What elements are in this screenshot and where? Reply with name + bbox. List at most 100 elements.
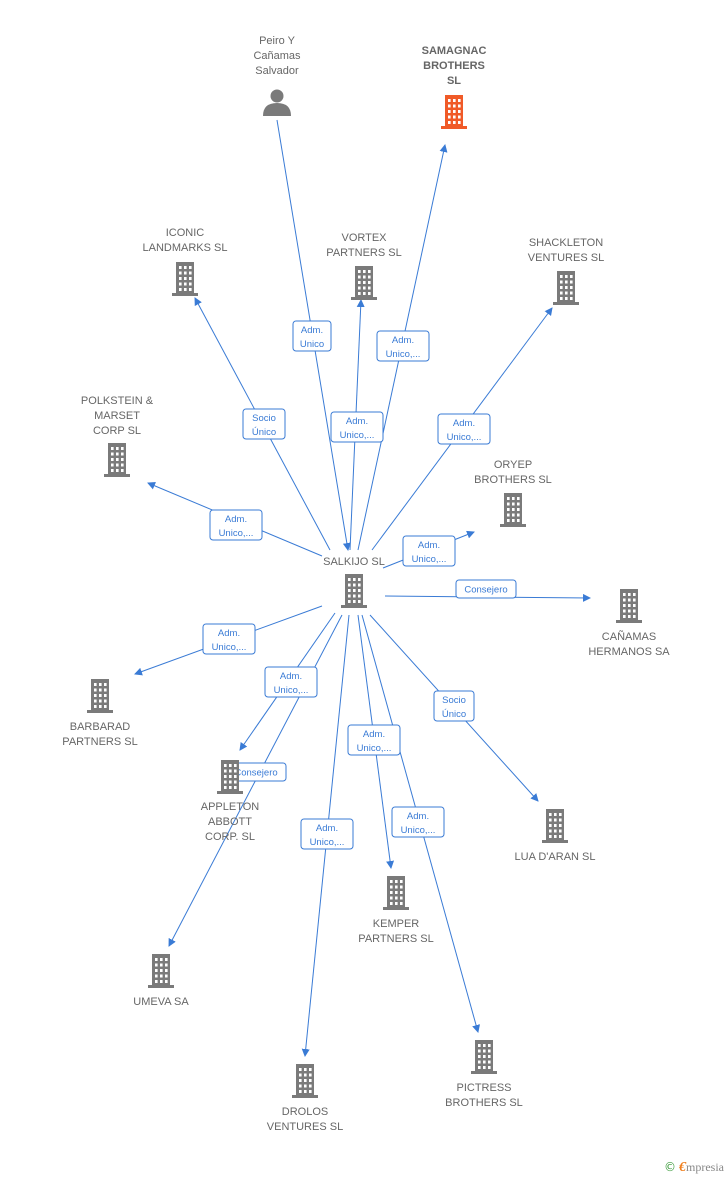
building-icon [341, 574, 367, 608]
node-label-salkijo: SALKIJO SL [323, 556, 385, 568]
edge-label-box [455, 579, 517, 599]
edge-label-text: Adm. [225, 514, 247, 525]
node-label-pictress: PICTRESS [456, 1082, 511, 1094]
node-salkijo[interactable]: SALKIJO SL [323, 556, 385, 608]
node-label-canamas: HERMANOS SA [588, 646, 670, 658]
building-icon [542, 809, 568, 843]
node-label-iconic: ICONIC [166, 227, 205, 239]
nodes-layer: Peiro YCañamasSalvadorSAMAGNACBROTHERSSL… [62, 35, 670, 1133]
edge-label-text: Adm. [418, 540, 440, 551]
edge-label-text: Adm. [453, 418, 475, 429]
node-label-oryep: BROTHERS SL [474, 474, 552, 486]
node-label-samagnac: SL [447, 75, 461, 87]
building-icon [500, 493, 526, 527]
node-label-drolos: VENTURES SL [267, 1121, 343, 1133]
building-icon [471, 1040, 497, 1074]
node-label-oryep: ORYEP [494, 459, 532, 471]
node-label-vortex: VORTEX [341, 232, 387, 244]
building-icon [553, 271, 579, 305]
edge-label-text: Adm. [280, 671, 302, 682]
edge-label-text: Unico,... [412, 554, 447, 565]
edge-label-drolos[interactable]: Adm.Unico,... [300, 818, 354, 850]
node-label-shackleton: SHACKLETON [529, 237, 603, 249]
edge-label-box [391, 806, 445, 838]
node-umeva[interactable]: UMEVA SA [133, 954, 189, 1008]
edge-label-pictress[interactable]: Adm. Unico,... [391, 806, 445, 838]
node-oryep[interactable]: ORYEP BROTHERS SL [474, 459, 552, 527]
edge-label-appleton[interactable]: Adm. Unico,... [264, 666, 318, 698]
node-lua[interactable]: LUA D'ARAN SL [515, 809, 596, 863]
edge-label-barbarad[interactable]: Adm. Unico,... [202, 623, 256, 655]
node-iconic[interactable]: ICONIC LANDMARKS SL [143, 227, 228, 296]
brand-name: mpresia [686, 1160, 724, 1174]
node-label-peiro: Cañamas [253, 50, 301, 62]
node-shackleton[interactable]: SHACKLETON VENTURES SL [528, 237, 604, 305]
building-icon [148, 954, 174, 988]
edge-label-oryep[interactable]: Adm. Unico,... [402, 535, 456, 567]
edge-label-text: Unico,... [219, 528, 254, 539]
copyright-symbol: © [664, 1160, 676, 1174]
building-icon [87, 679, 113, 713]
node-label-shackleton: VENTURES SL [528, 252, 604, 264]
building-icon [383, 876, 409, 910]
node-label-iconic: LANDMARKS SL [143, 242, 228, 254]
edge-label-box [376, 330, 430, 362]
node-label-polkstein: CORP SL [93, 425, 141, 437]
edge-label-box [433, 690, 475, 722]
node-label-kemper: KEMPER [373, 918, 420, 930]
brand-logo: © €mpresia [664, 1160, 724, 1176]
node-label-samagnac: BROTHERS [423, 60, 485, 72]
edge-label-shackleton[interactable]: Adm.Unico,... [437, 413, 491, 445]
edge-label-box [402, 535, 456, 567]
node-label-polkstein: MARSET [94, 410, 140, 422]
edge-label-text: Unico,... [340, 430, 375, 441]
edge-label-box [437, 413, 491, 445]
node-kemper[interactable]: KEMPER PARTNERS SL [358, 876, 434, 945]
edge-label-text: Adm. [407, 811, 429, 822]
edge-label-text: Adm. [363, 729, 385, 740]
edge-label-text: Unico,... [212, 642, 247, 653]
edge-label-text: Unico,... [401, 825, 436, 836]
node-label-kemper: PARTNERS SL [358, 933, 433, 945]
edge-label-box [292, 320, 332, 352]
edge-label-text: Unico,... [310, 837, 345, 848]
edge-label-text: Consejero [234, 768, 277, 779]
edge-label-salkijo[interactable]: Adm.Unico [292, 320, 332, 352]
edge-label-kemper[interactable]: Adm.Unico,... [347, 724, 401, 756]
edge-label-text: Socio [252, 413, 276, 424]
edge-label-text: Unico [300, 339, 324, 350]
node-samagnac[interactable]: SAMAGNAC BROTHERS SL [422, 45, 487, 129]
edge-label-box [300, 818, 354, 850]
edge-label-polkstein[interactable]: Adm. Unico,... [209, 509, 263, 541]
edge-label-samagnac[interactable]: Adm.Unico,... [376, 330, 430, 362]
edge-label-text: Unico,... [274, 685, 309, 696]
edge-label-text: Único [442, 709, 466, 720]
edge-label-umeva[interactable]: Consejero [225, 762, 287, 782]
edge-label-box [347, 724, 401, 756]
node-label-peiro: Peiro Y [259, 35, 296, 47]
person-icon [263, 89, 291, 116]
edge-label-canamas[interactable]: Consejero [455, 579, 517, 599]
building-icon [217, 760, 243, 794]
node-label-appleton: CORP. SL [205, 831, 255, 843]
edge-label-vortex[interactable]: Adm.Unico,... [330, 411, 384, 443]
node-label-samagnac: SAMAGNAC [422, 45, 487, 57]
building-icon [441, 95, 467, 129]
node-label-barbarad: PARTNERS SL [62, 736, 137, 748]
brand-initial: € [679, 1160, 686, 1175]
edge-label-text: Adm. [218, 628, 240, 639]
node-label-appleton: APPLETON [201, 801, 260, 813]
node-label-umeva: UMEVA SA [133, 996, 189, 1008]
